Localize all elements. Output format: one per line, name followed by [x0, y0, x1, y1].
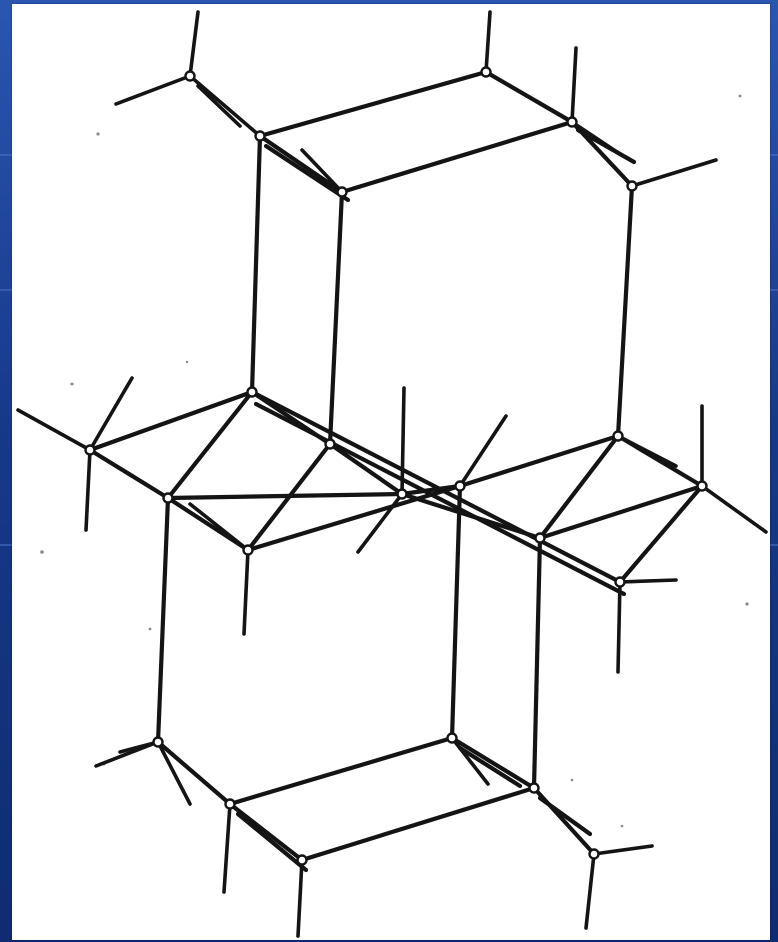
upper-hydrogen-stubs — [114, 10, 718, 194]
lower-hydrogen-stubs — [94, 736, 654, 938]
lower-cage — [155, 483, 597, 873]
upper-cage — [249, 69, 637, 447]
scan-specks — [40, 94, 749, 828]
crystal-structure-figure — [12, 4, 770, 940]
atom-nodes — [84, 66, 708, 866]
middle-hydrogen-stubs — [16, 376, 768, 674]
middle-network — [87, 389, 705, 597]
diamond-lattice-drawing — [16, 10, 768, 938]
